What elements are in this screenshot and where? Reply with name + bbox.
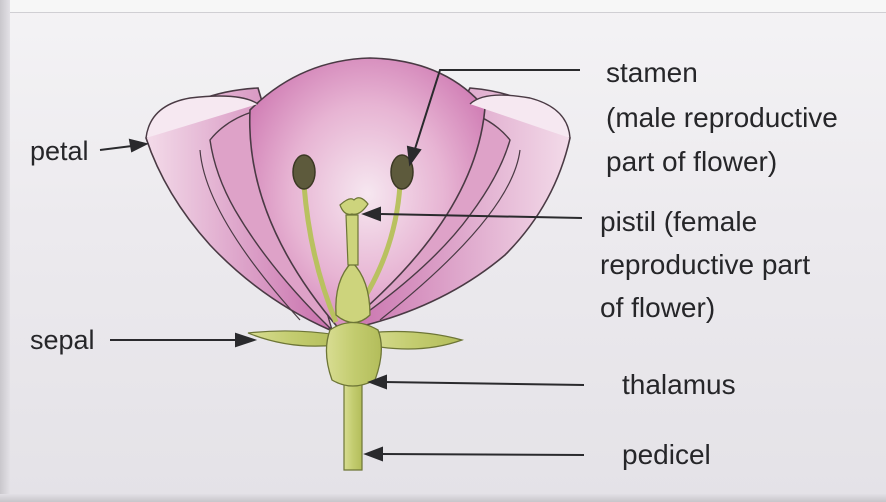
label-thalamus: thalamus (622, 368, 736, 401)
label-pistil-1: pistil (female (600, 205, 757, 238)
pedicel (344, 378, 362, 470)
label-stamen-2: (male reproductive (606, 101, 838, 134)
label-petal: petal (30, 135, 89, 168)
thalamus-pointer (384, 382, 584, 385)
sepal-left (248, 331, 338, 346)
label-sepal: sepal (30, 324, 95, 357)
label-stamen-3: part of flower) (606, 145, 777, 178)
thalamus (326, 323, 381, 387)
pedicel-arrowhead (366, 448, 382, 460)
anther-left (293, 155, 315, 189)
label-stamen-1: stamen (606, 56, 698, 89)
label-pedicel: pedicel (622, 438, 711, 471)
pedicel-pointer (380, 454, 584, 455)
label-pistil-3: of flower) (600, 291, 715, 324)
pistil-style (346, 215, 358, 265)
label-pistil-2: reproductive part (600, 248, 810, 281)
petal-pointer (100, 146, 132, 150)
petal-arrowhead (130, 140, 146, 151)
sepal-arrowhead (236, 334, 254, 346)
